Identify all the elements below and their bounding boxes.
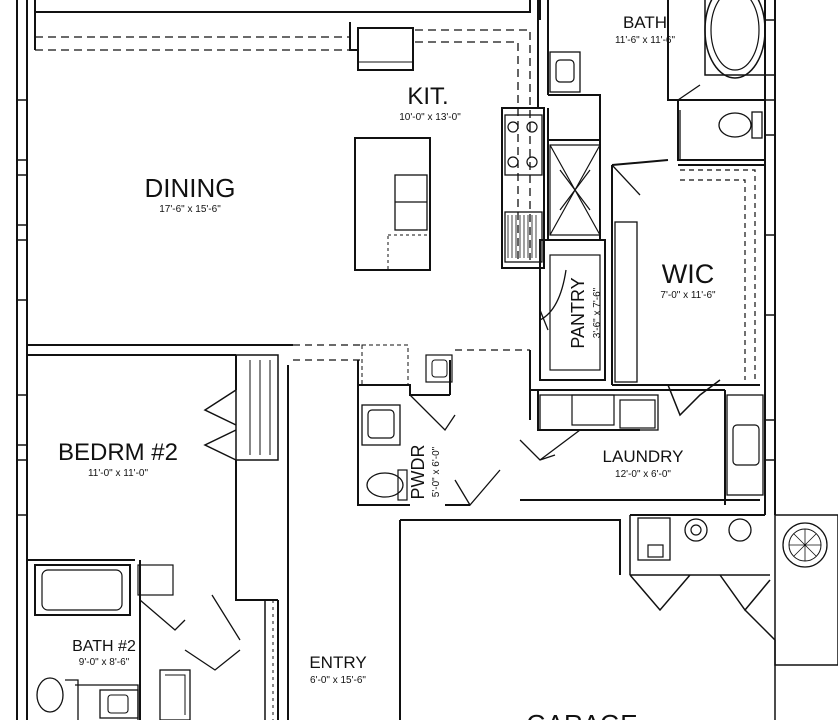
bath2-toilet	[36, 677, 64, 713]
room-label-dining: DINING	[145, 173, 236, 203]
room-size-bath2: 9'-0" x 8'-6"	[79, 657, 130, 668]
room-size-bedroom2: 11'-0" x 11'-0"	[88, 468, 148, 479]
dining-opening-dashed	[293, 344, 530, 361]
toilet	[718, 112, 752, 138]
wic-wall	[611, 159, 765, 386]
room-label-wic: WIC	[662, 259, 714, 289]
exterior-wall-north	[34, 0, 541, 20]
exterior-wall-west	[16, 0, 28, 720]
laundry-sink	[726, 394, 764, 496]
room-size-pantry: 3'-6" x 7'-6"	[592, 287, 603, 338]
interior-wall	[27, 344, 293, 356]
window-east	[764, 19, 776, 461]
garage-storage	[629, 515, 771, 612]
bedroom-closet	[235, 354, 279, 461]
room-label-bedroom2: BEDRM #2	[58, 439, 178, 466]
refrigerator	[357, 27, 414, 71]
water-softener	[684, 518, 708, 542]
wic-shelf	[680, 169, 756, 380]
room-size-dining: 17'-6" x 15'-6"	[159, 204, 221, 215]
room-label-bath: BATH	[623, 13, 667, 32]
water-heater	[637, 517, 671, 561]
window-west	[16, 99, 28, 516]
room-size-laundry: 12'-0" x 6'-0"	[615, 469, 671, 480]
room-size-powder: 5'-0" x 6'-0"	[431, 446, 442, 497]
room-size-bath: 11'-6" x 11'-6"	[615, 35, 675, 46]
dishwasher	[504, 211, 543, 263]
ac-unit	[774, 514, 838, 666]
room-size-entry: 6'-0" x 15'-6"	[310, 675, 366, 686]
room-size-kitchen: 10'-0" x 13'-0"	[399, 112, 461, 123]
powder-vanity	[361, 404, 401, 446]
laundry-wall	[520, 350, 760, 505]
kitchen-counter	[501, 107, 545, 269]
bath-vanity	[549, 51, 581, 93]
room-label-entry: ENTRY	[309, 653, 366, 672]
entry-wall	[399, 514, 765, 720]
room-label-laundry: LAUNDRY	[603, 447, 684, 466]
bath2-tub	[34, 564, 131, 616]
bath-wall	[537, 0, 765, 161]
range	[504, 114, 543, 176]
powder-wall	[357, 360, 470, 506]
soffit-line	[35, 29, 531, 260]
north-header	[34, 12, 358, 51]
kitchen-island	[354, 137, 431, 271]
exterior-wall-east	[764, 0, 776, 515]
wic-shelf	[614, 221, 638, 383]
room-label-kitchen: KIT.	[407, 83, 448, 110]
room-label-garage: GARAGE	[526, 709, 637, 720]
powder-toilet	[366, 472, 404, 498]
bedroom-wall	[27, 355, 289, 720]
room-size-wic: 7'-0" x 11'-6"	[660, 290, 716, 301]
room-label-bath2: BATH #2	[72, 638, 136, 655]
room-label-powder: PWDR	[408, 445, 428, 500]
bath2-vanity	[99, 689, 139, 719]
room-label-pantry: PANTRY	[568, 277, 588, 348]
